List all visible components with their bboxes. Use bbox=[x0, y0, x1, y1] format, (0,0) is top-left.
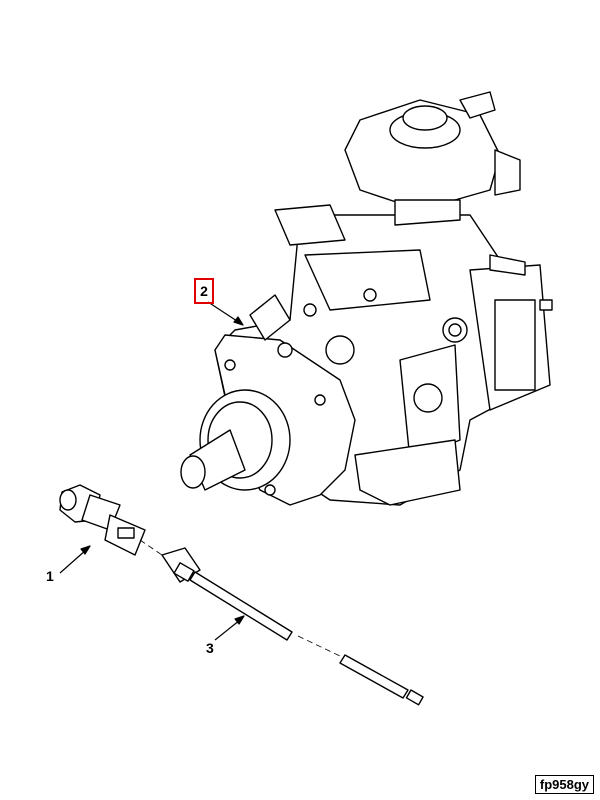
pressure-sensor bbox=[59, 484, 146, 556]
callout-item-1[interactable]: 1 bbox=[46, 568, 54, 584]
callout-item-2[interactable]: 2 bbox=[194, 278, 214, 304]
leader-lines bbox=[59, 301, 245, 641]
injection-pump bbox=[180, 91, 553, 506]
sensor-harness bbox=[139, 539, 424, 706]
figure-id-label: fp958gy bbox=[534, 775, 594, 794]
callout-item-3[interactable]: 3 bbox=[206, 640, 214, 656]
